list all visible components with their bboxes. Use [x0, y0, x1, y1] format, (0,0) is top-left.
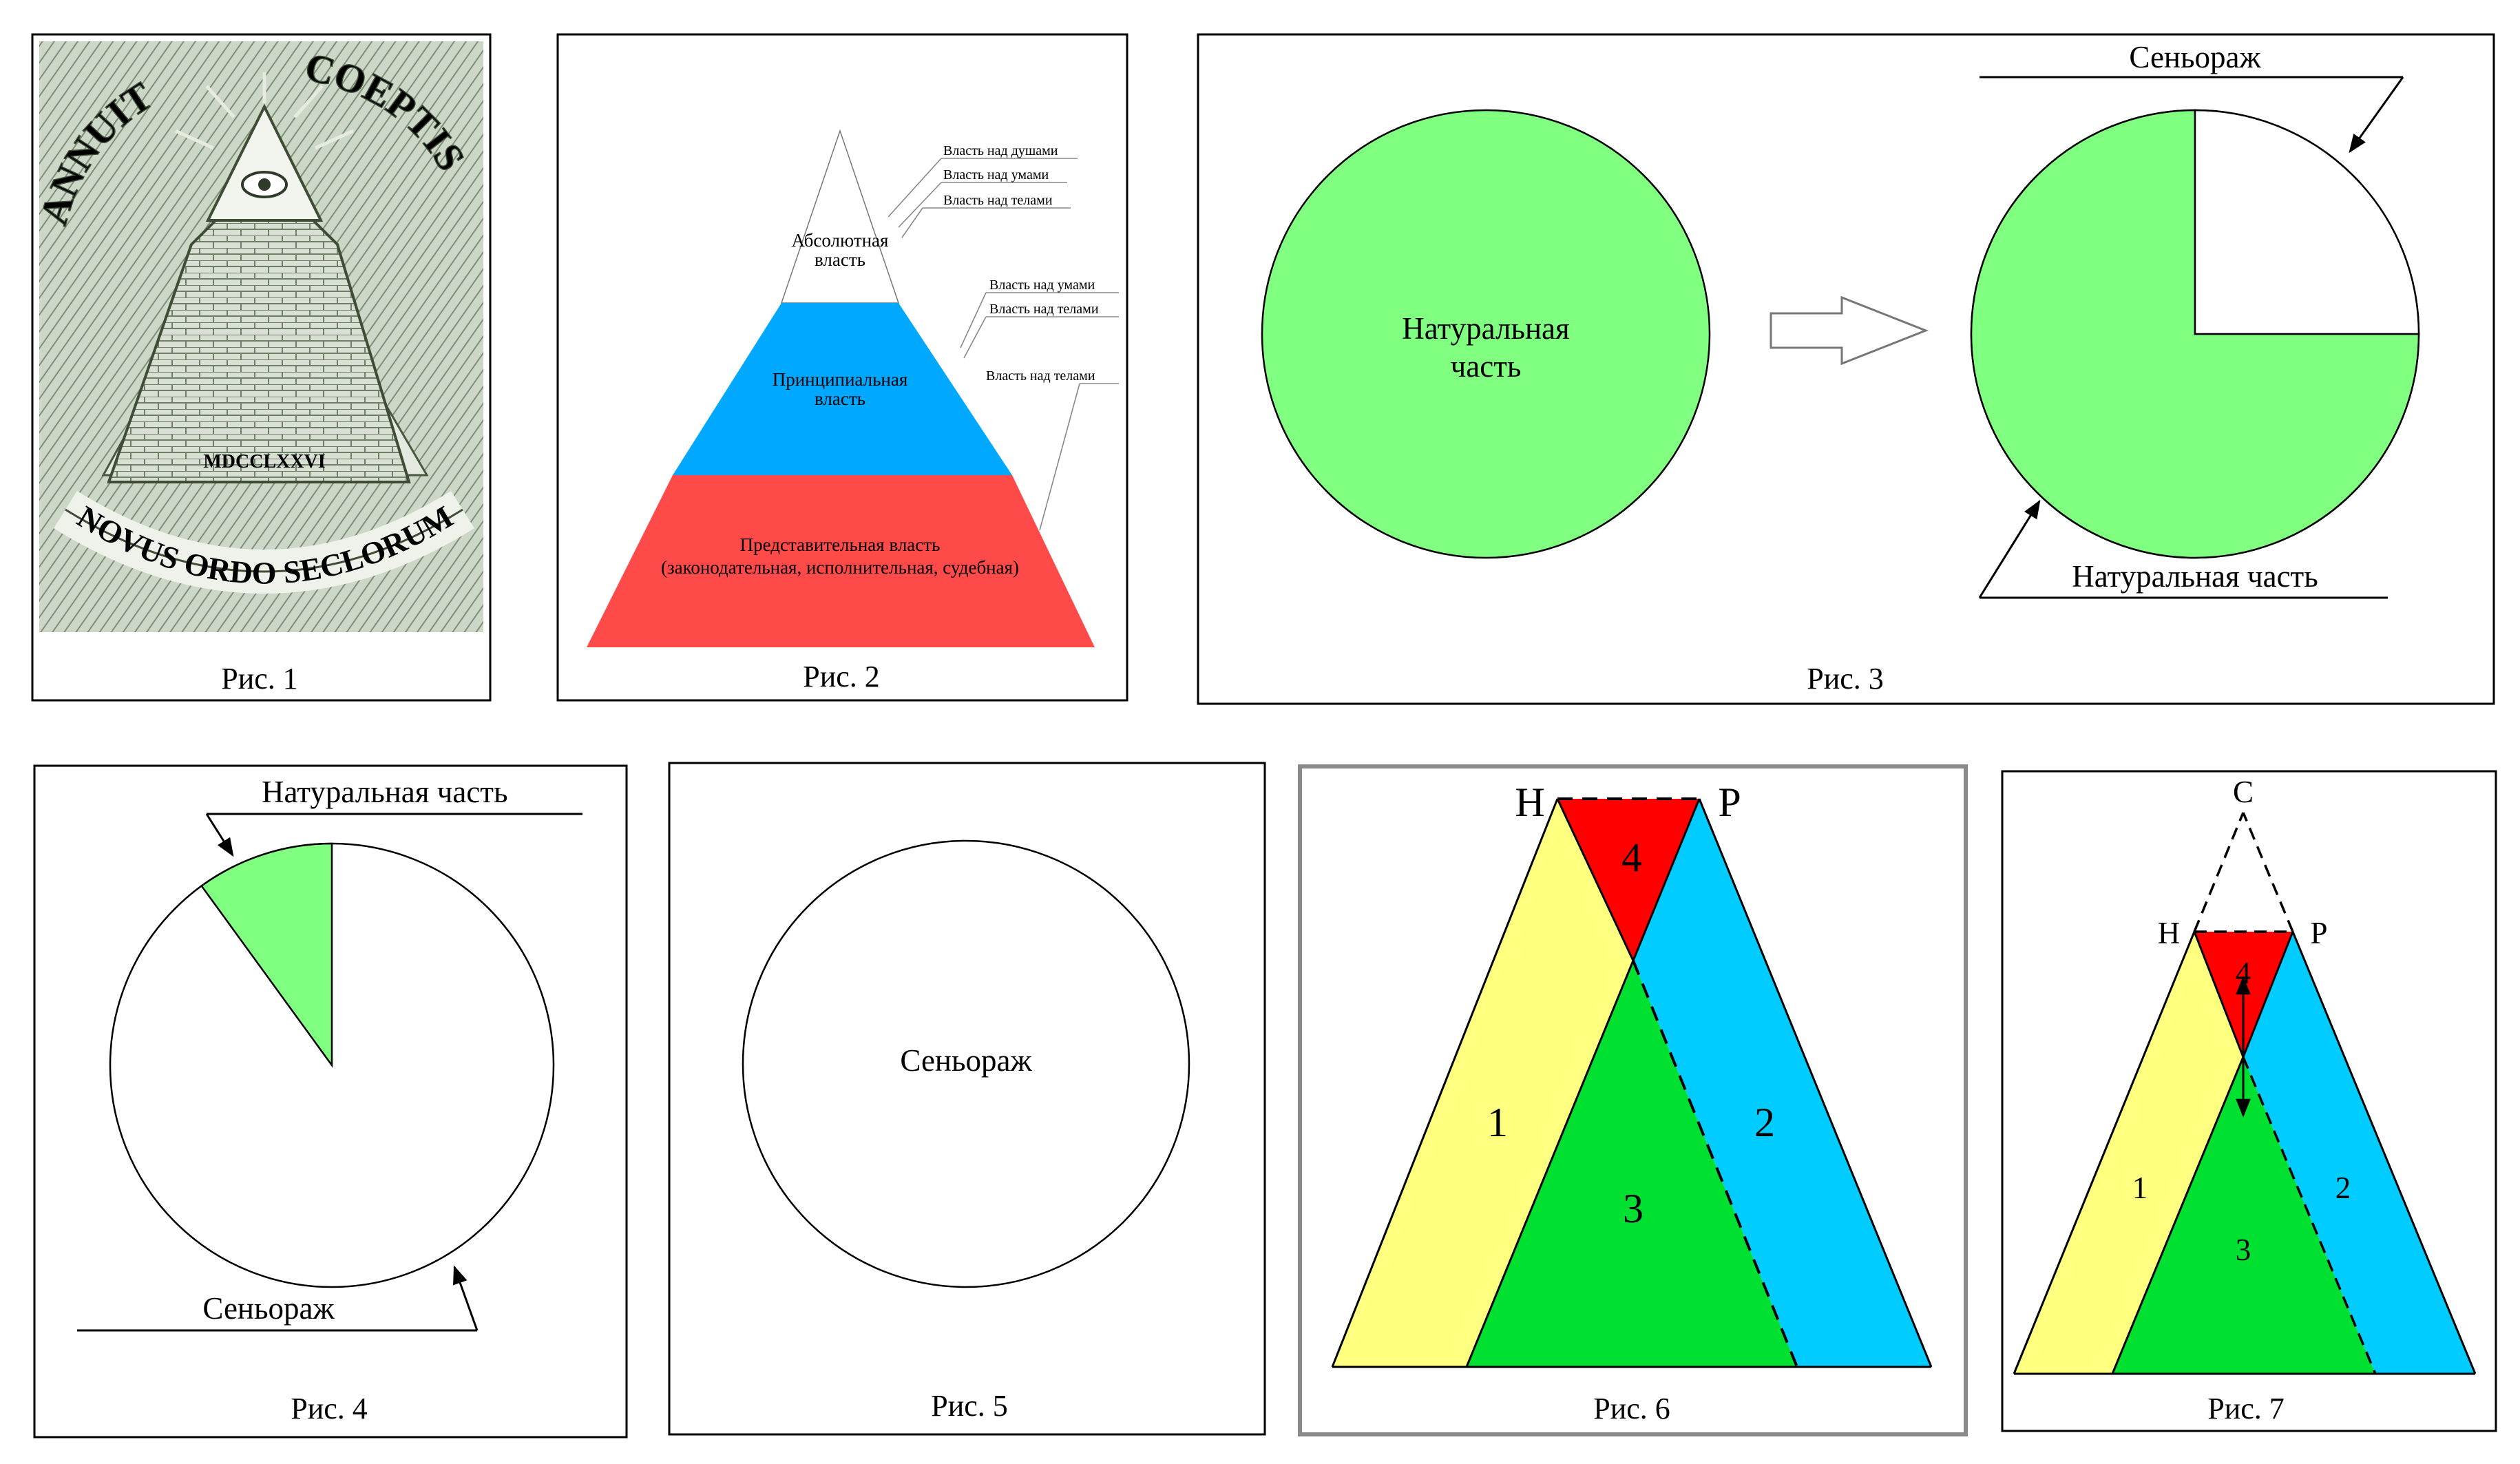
- seigniorage-slice: [2194, 109, 2420, 335]
- region-2-label: 2: [2335, 1171, 2351, 1205]
- absolute-power-label-1: Абсолютная: [792, 230, 889, 251]
- seigniorage-label: Сеньораж: [202, 1291, 335, 1326]
- figure-6-caption: Рис. 6: [1593, 1392, 1670, 1425]
- principal-power-label-1: Принципиальная: [773, 369, 908, 390]
- note-mind-power-top: Власть над умами: [943, 167, 1049, 182]
- natural-part-label-1: Натуральная: [1402, 311, 1569, 346]
- natural-part-pointer: [1978, 499, 2041, 598]
- region-3-label: 3: [1623, 1186, 1644, 1231]
- eye-rays: [174, 72, 355, 150]
- natural-part-pointer-label: Натуральная часть: [2072, 559, 2318, 594]
- figure-6-outline: [1331, 798, 1933, 1368]
- absolute-power-label-2: власть: [815, 249, 865, 270]
- natural-part-slice: [200, 842, 333, 1068]
- seigniorage-circle: [742, 839, 1190, 1288]
- vertex-label-right: Р: [2310, 916, 2327, 950]
- representative-power-label-2: (законодательная, исполнительная, судебн…: [661, 557, 1019, 578]
- seigniorage-label: Сеньораж: [900, 1043, 1032, 1078]
- figure-1: ANNUIT COEPTIS MDCCLXXVI NOVUS ORDO SECL…: [30, 33, 492, 702]
- figure-5-caption: Рис. 5: [931, 1389, 1008, 1423]
- figure-1-caption: Рис. 1: [221, 662, 298, 696]
- region-3: [2112, 1057, 2375, 1374]
- seigniorage-pointer: [2349, 76, 2404, 154]
- figure-2-caption: Рис. 2: [803, 660, 880, 693]
- natural-part-circle: [1261, 109, 1711, 559]
- region-2: [2243, 932, 2475, 1374]
- region-3: [1467, 961, 1797, 1367]
- representative-power-label-1: Представительная власть: [740, 534, 941, 555]
- region-1: [1332, 799, 1633, 1367]
- figure-3-caption: Рис. 3: [1807, 662, 1884, 696]
- natural-part-label-2: часть: [1451, 349, 1522, 384]
- note-mind-power-mid: Власть над умами: [989, 278, 1095, 293]
- note-body-power-top: Власть над телами: [943, 193, 1053, 208]
- region-4: [1557, 799, 1699, 961]
- region-3-label: 3: [2236, 1233, 2251, 1267]
- figure-6: Н Р 1 2 3 4 Рис. 6: [1298, 764, 1968, 1436]
- figure-7: С Н Р 1 2 3 4 Рис. 7: [2001, 770, 2497, 1432]
- seigniorage-label: Сеньораж: [2129, 40, 2261, 74]
- region-1-label: 1: [1487, 1100, 1508, 1145]
- figure-4: Натуральная часть Сеньораж Рис. 4: [33, 764, 628, 1439]
- vertex-label-left: Н: [1515, 780, 1544, 825]
- vertex-label-right: Р: [1718, 780, 1741, 825]
- note-soul-power-top: Власть над душами: [943, 143, 1058, 158]
- region-2-label: 2: [1754, 1100, 1775, 1145]
- figure-7-caption: Рис. 7: [2207, 1392, 2285, 1425]
- region-4-label: 4: [2236, 956, 2251, 990]
- year-numerals: MDCCLXXVI: [203, 451, 325, 472]
- natural-part-pointer: [205, 813, 234, 857]
- region-4-label: 4: [1621, 835, 1642, 880]
- natural-part-label: Натуральная часть: [262, 775, 508, 809]
- figure-3: Натуральная часть Сеньораж Натуральная ч…: [1197, 33, 2495, 705]
- vertex-label-left: Н: [2158, 916, 2181, 950]
- motto-ribbon-edge: [65, 508, 463, 573]
- pyramid-level-principal: [673, 303, 1012, 475]
- eye-triangle: [205, 103, 324, 222]
- note-body-power-bottom: Власть над телами: [986, 368, 1095, 384]
- figure-7-outline: [2013, 931, 2477, 1375]
- eye-pupil-icon: [258, 178, 271, 191]
- region-1: [2014, 932, 2243, 1374]
- figure-5: Сеньораж Рис. 5: [668, 762, 1266, 1436]
- pyramid-level-representative: [587, 475, 1095, 647]
- seigniorage-pointer: [453, 1265, 479, 1331]
- note-body-power-mid: Власть над телами: [989, 302, 1099, 317]
- apex-label: С: [2233, 775, 2254, 809]
- figure-4-caption: Рис. 4: [291, 1392, 368, 1425]
- power-notes-leaders: [888, 158, 1119, 531]
- figure-2: Абсолютная власть Принципиальная власть …: [556, 33, 1128, 702]
- region-1-label: 1: [2132, 1171, 2148, 1205]
- principal-power-label-2: власть: [815, 388, 865, 409]
- region-2: [1633, 799, 1931, 1367]
- extension-to-apex: [2193, 812, 2377, 1374]
- transform-arrow-icon: [1770, 295, 1929, 366]
